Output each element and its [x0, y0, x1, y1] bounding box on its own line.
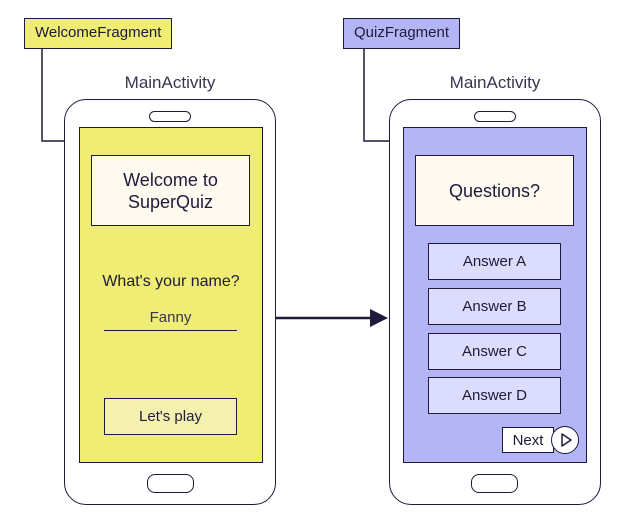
- right-phone-home-button: [471, 474, 518, 493]
- transition-arrowhead: [370, 309, 388, 327]
- answer-c-button[interactable]: Answer C: [428, 333, 561, 370]
- lets-play-button[interactable]: Let's play: [104, 398, 237, 435]
- answer-a-button[interactable]: Answer A: [428, 243, 561, 280]
- name-input-underline: [104, 330, 237, 331]
- welcome-title-card: Welcome to SuperQuiz: [91, 155, 250, 226]
- name-question: What's your name?: [102, 273, 240, 290]
- right-activity-label: MainActivity: [449, 73, 541, 92]
- welcome-fragment-tag: WelcomeFragment: [24, 18, 173, 49]
- left-phone-speaker: [149, 111, 191, 122]
- answer-b-button[interactable]: Answer B: [428, 288, 561, 325]
- left-activity-label: MainActivity: [124, 73, 216, 92]
- quiz-fragment-tag: QuizFragment: [343, 18, 461, 49]
- name-input[interactable]: Fanny: [149, 309, 192, 326]
- next-button[interactable]: Next: [502, 427, 554, 453]
- play-circle-icon[interactable]: [551, 426, 579, 454]
- question-card: Questions?: [415, 155, 574, 226]
- left-phone-home-button: [147, 474, 194, 493]
- right-phone-speaker: [474, 111, 516, 122]
- answer-d-button[interactable]: Answer D: [428, 377, 561, 414]
